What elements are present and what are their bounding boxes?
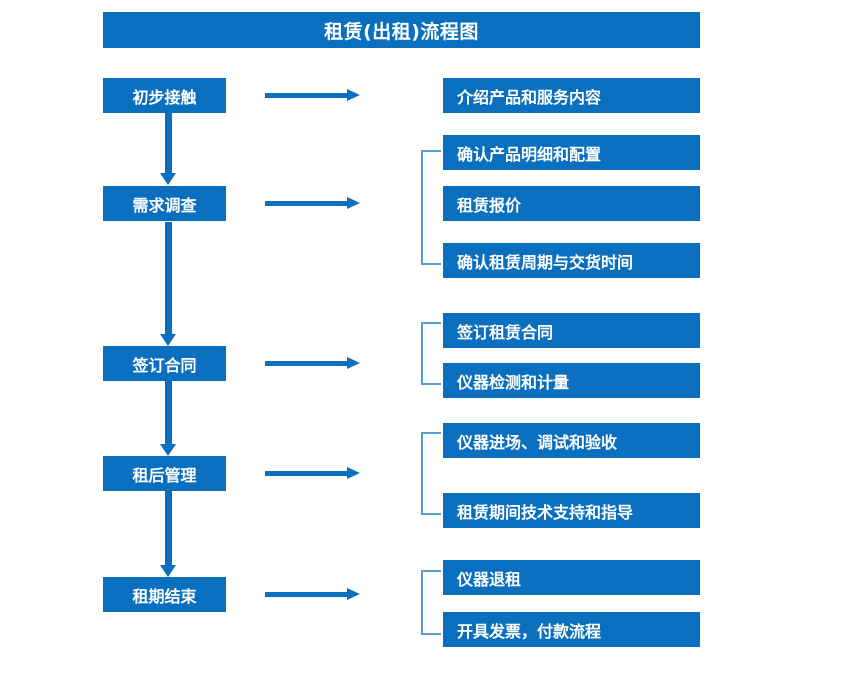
down-arrow-icon-3 [160, 381, 176, 456]
right-arrow-icon-3 [265, 357, 361, 369]
group-bracket-closing [421, 570, 441, 635]
stage-box-4-label: 租后管理 [132, 465, 197, 485]
down-arrow-icon-4 [160, 491, 176, 577]
detail-box-7-label: 仪器进场、调试和验收 [457, 432, 618, 452]
right-arrow-icon-2 [265, 197, 361, 209]
detail-box-3[interactable]: 租赁报价 [443, 186, 700, 221]
stage-box-3[interactable]: 签订合同 [103, 346, 226, 381]
group-bracket-requirements [421, 150, 441, 265]
stage-box-2[interactable]: 需求调查 [103, 186, 226, 221]
detail-box-10-label: 开具发票，付款流程 [457, 621, 602, 641]
detail-box-6-label: 仪器检测和计量 [457, 372, 570, 392]
detail-box-5-label: 签订租赁合同 [457, 322, 554, 342]
group-bracket-contract [421, 322, 441, 385]
detail-box-3-label: 租赁报价 [457, 195, 522, 215]
detail-box-8-label: 租赁期间技术支持和指导 [457, 502, 634, 522]
down-arrow-icon-1 [160, 113, 176, 185]
page-title: 租赁(出租)流程图 [103, 12, 700, 48]
group-bracket-management [421, 432, 441, 515]
stage-box-1-label: 初步接触 [132, 87, 197, 107]
right-arrow-icon-1 [265, 89, 361, 101]
detail-box-10[interactable]: 开具发票，付款流程 [443, 612, 700, 647]
right-arrow-icon-5 [265, 588, 361, 600]
detail-box-6[interactable]: 仪器检测和计量 [443, 363, 700, 398]
detail-box-4-label: 确认租赁周期与交货时间 [457, 252, 634, 272]
detail-box-7[interactable]: 仪器进场、调试和验收 [443, 423, 700, 458]
detail-box-5[interactable]: 签订租赁合同 [443, 313, 700, 348]
detail-box-1-label: 介绍产品和服务内容 [457, 87, 602, 107]
stage-box-5-label: 租期结束 [132, 586, 197, 606]
down-arrow-icon-2 [160, 222, 176, 346]
detail-box-8[interactable]: 租赁期间技术支持和指导 [443, 493, 700, 528]
stage-box-2-label: 需求调查 [132, 195, 197, 215]
detail-box-2[interactable]: 确认产品明细和配置 [443, 135, 700, 170]
detail-box-2-label: 确认产品明细和配置 [457, 144, 602, 164]
stage-box-1[interactable]: 初步接触 [103, 78, 226, 113]
detail-box-9-label: 仪器退租 [457, 569, 522, 589]
stage-box-4[interactable]: 租后管理 [103, 456, 226, 491]
detail-box-4[interactable]: 确认租赁周期与交货时间 [443, 243, 700, 278]
detail-box-1[interactable]: 介绍产品和服务内容 [443, 78, 700, 113]
detail-box-9[interactable]: 仪器退租 [443, 560, 700, 595]
right-arrow-icon-4 [265, 467, 361, 479]
stage-box-3-label: 签订合同 [132, 355, 197, 375]
stage-box-5[interactable]: 租期结束 [103, 577, 226, 612]
